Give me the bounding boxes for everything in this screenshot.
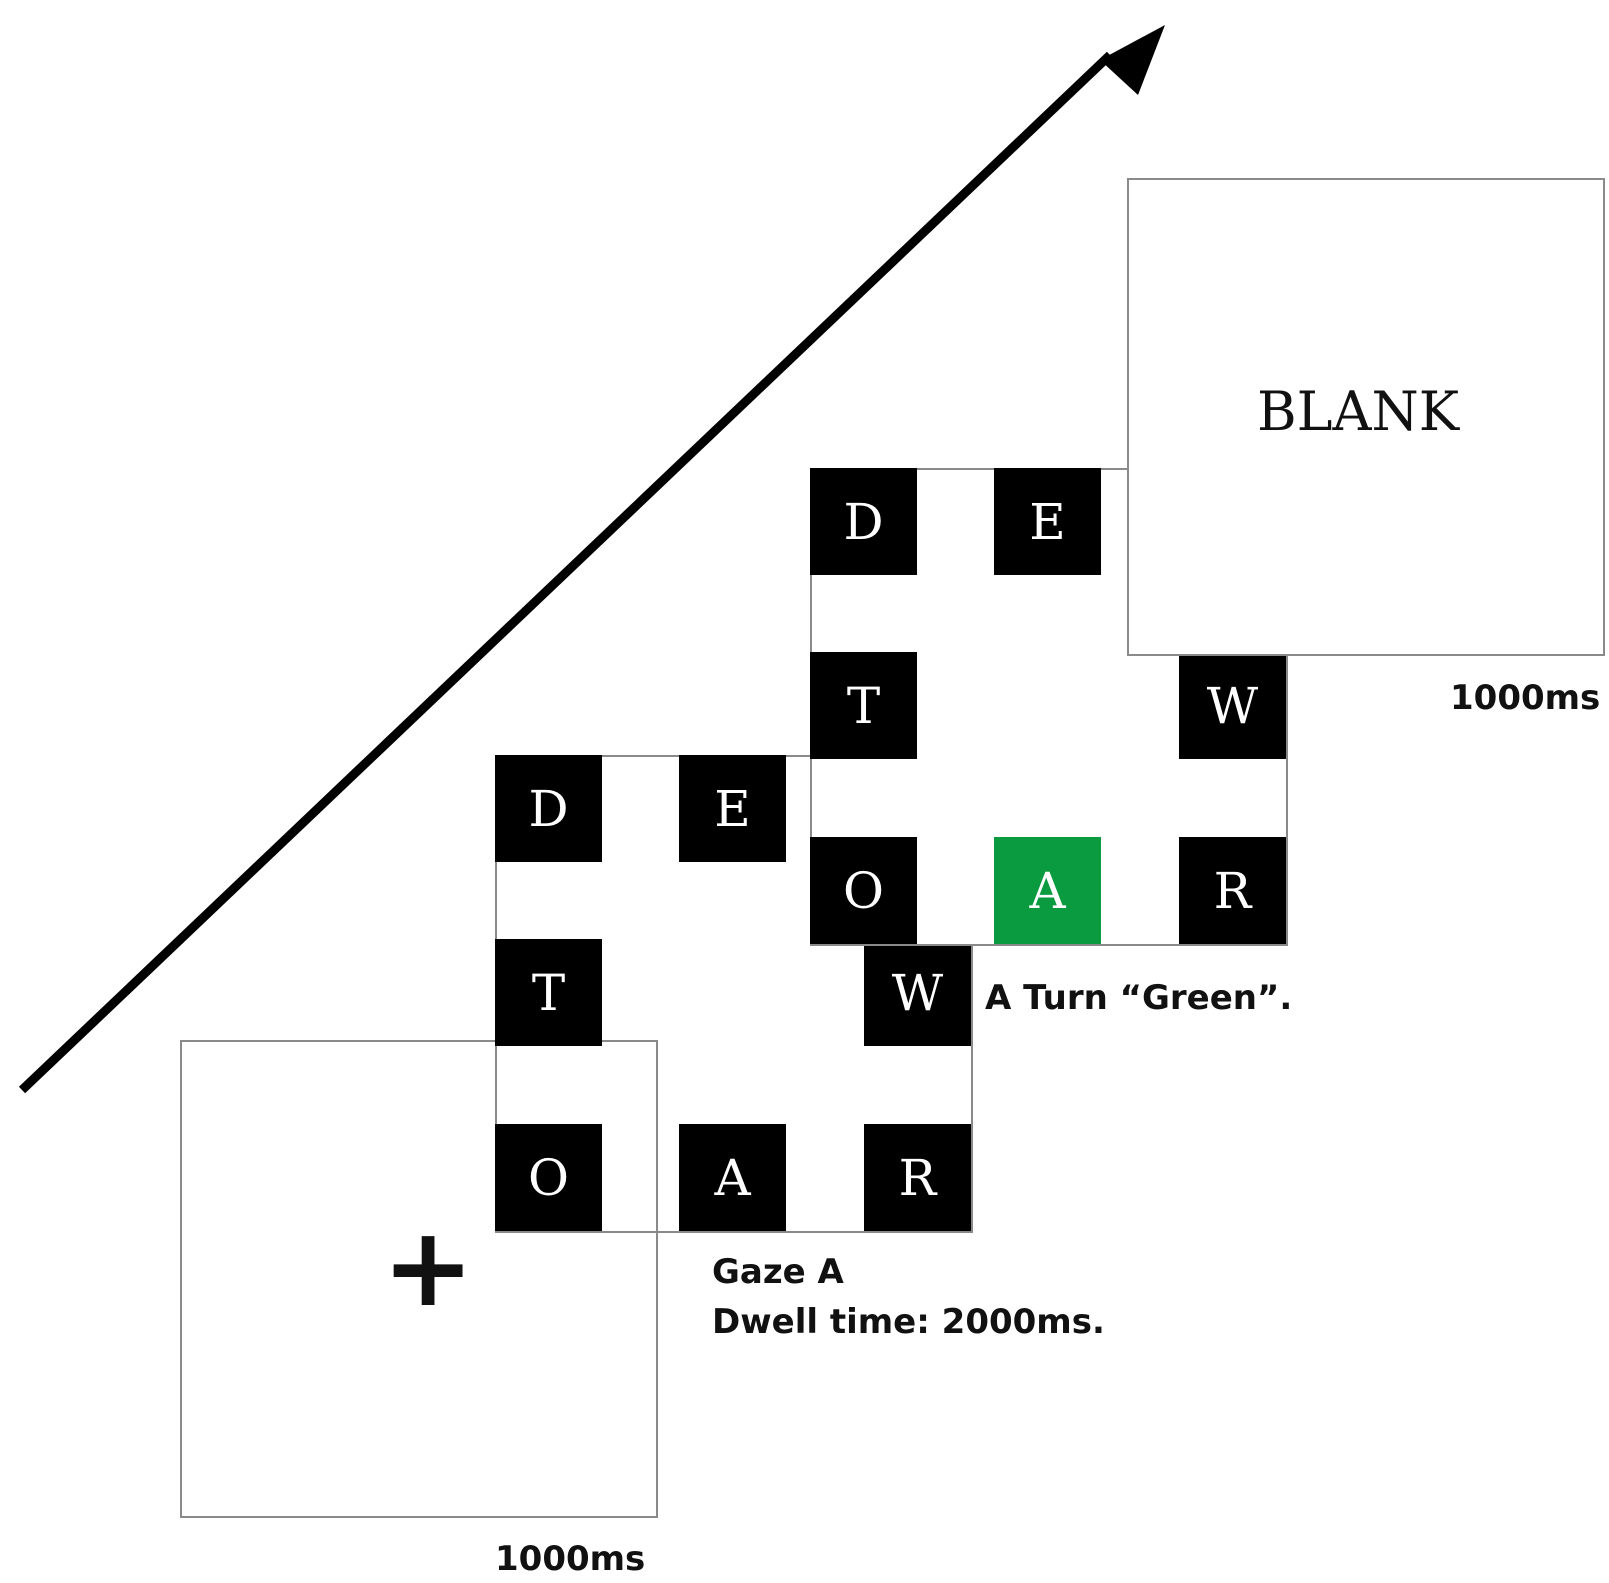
speller-1-tile-e: E [679, 755, 786, 862]
blank-screen: BLANK [1127, 178, 1605, 656]
speller-2-tile-r: R [1179, 837, 1286, 944]
speller-2-tile-w: W [1179, 652, 1286, 759]
fixation-cross: + [382, 1203, 475, 1331]
speller-2-tile-e: E [994, 468, 1101, 575]
speller-2-tile-d: D [810, 468, 917, 575]
speller-2-tile-t: T [810, 652, 917, 759]
fixation-duration: 1000ms [495, 1539, 646, 1579]
speller-1-tile-t: T [495, 939, 602, 1046]
speller-2-tile-a-highlighted: A [994, 837, 1101, 944]
fixation-screen: + [180, 1040, 658, 1518]
speller-1-caption-dwell: Dwell time: 2000ms. [712, 1302, 1105, 1342]
speller-1-tile-a: A [679, 1124, 786, 1231]
speller-2-caption: A Turn “Green”. [985, 978, 1293, 1018]
speller-1-tile-o: O [495, 1124, 602, 1231]
speller-1-tile-w: W [864, 939, 971, 1046]
speller-1-tile-r: R [864, 1124, 971, 1231]
speller-screen-1: D E T W O A R [495, 755, 973, 1233]
blank-duration: 1000ms [1450, 678, 1601, 718]
blank-label: BLANK [1257, 380, 1460, 443]
speller-1-caption-gaze: Gaze A [712, 1252, 844, 1292]
speller-1-tile-d: D [495, 755, 602, 862]
speller-2-tile-o: O [810, 837, 917, 944]
